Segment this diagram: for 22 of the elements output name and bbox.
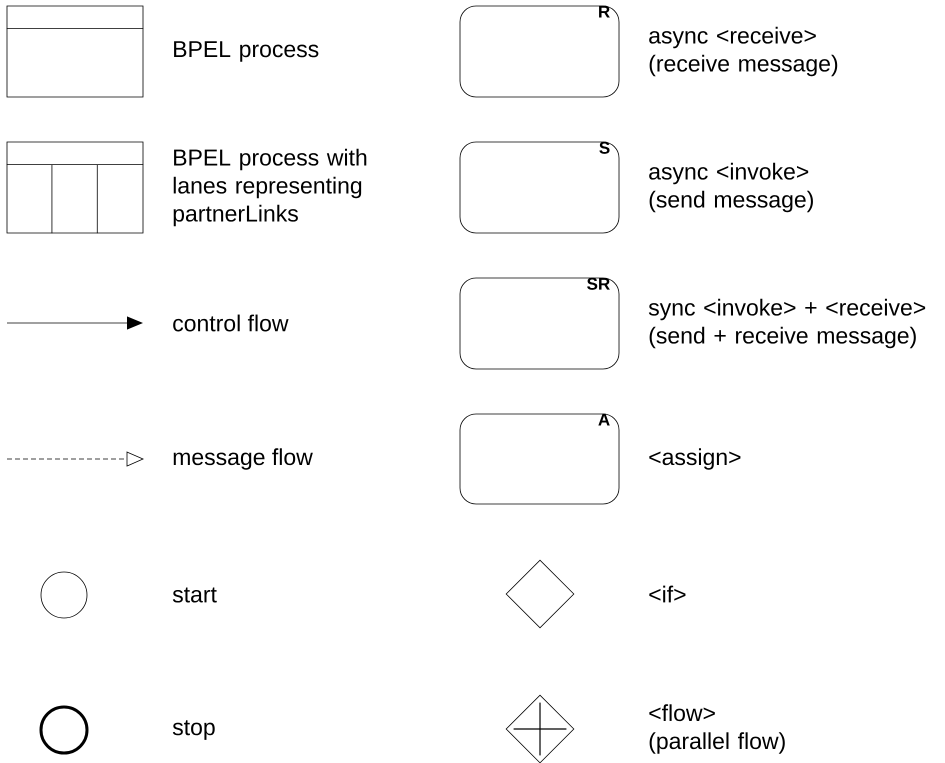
description-text: BPEL process <box>174 41 318 62</box>
event-circle <box>40 572 88 618</box>
activity-box: SR <box>460 278 620 370</box>
process-box <box>6 6 144 98</box>
legend-text: message flow <box>174 448 313 470</box>
gateway-diamond <box>506 694 574 763</box>
legend-text: control flow <box>173 314 289 332</box>
activity-box: S <box>460 142 620 234</box>
description-text: <if> <box>649 586 686 602</box>
description-text: async <invoke> (send message) <box>649 162 813 212</box>
process-box <box>6 142 144 234</box>
description-text: async <receive> (receive message) <box>649 26 838 76</box>
activity-box: A <box>460 414 620 504</box>
description-text: <assign> <box>649 448 740 470</box>
description-text: sync <invoke> + <receive> (send + receive message) <box>648 298 926 348</box>
description-text: stop <box>172 720 215 740</box>
gateway-diamond <box>506 560 574 628</box>
description-text: <flow> (parallel flow) <box>649 704 785 754</box>
description-text: start <box>172 587 217 603</box>
activity-box: R <box>460 6 620 98</box>
description-text: BPEL process with lanes representing partnerLinks <box>174 148 366 226</box>
event-circle <box>40 706 88 754</box>
